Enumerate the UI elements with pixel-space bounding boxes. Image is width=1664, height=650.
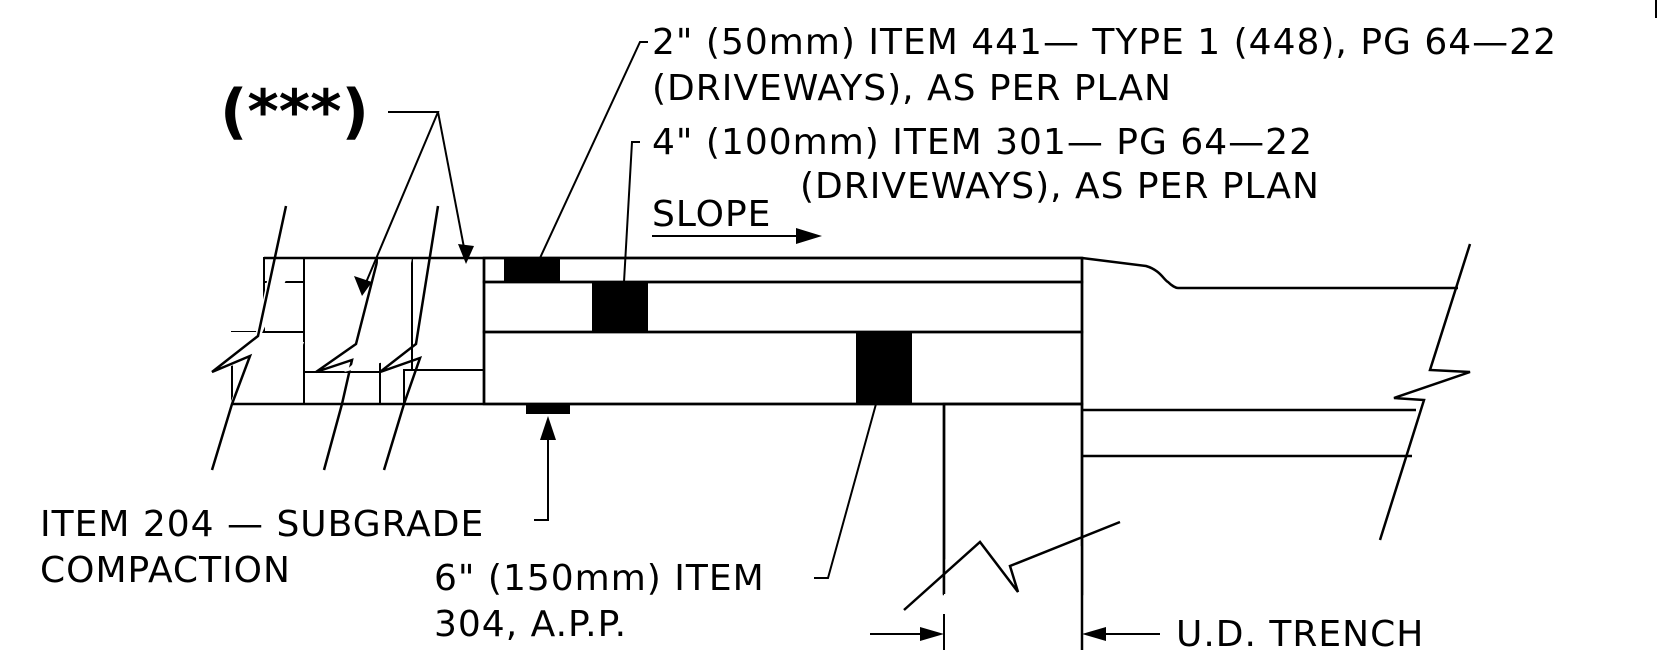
- slope-label: SLOPE: [652, 194, 771, 235]
- intermediate-course-label-line2: (DRIVEWAYS), AS PER PLAN: [800, 166, 1320, 207]
- subgrade-marker: [526, 404, 570, 414]
- trench-label: U.D. TRENCH: [1176, 614, 1424, 650]
- subgrade-label-line1: ITEM 204 — SUBGRADE: [40, 504, 484, 545]
- pavement-layers: [482, 256, 1084, 414]
- intermediate-course-marker: [592, 282, 648, 332]
- curb-and-gutter: [1080, 243, 1472, 650]
- base-course-label-line1: 6" (150mm) ITEM: [434, 558, 765, 599]
- annotations: 2" (50mm) ITEM 441— TYPE 1 (448), PG 64—…: [40, 22, 1557, 650]
- surface-course-marker: [504, 258, 560, 282]
- base-course-marker: [856, 332, 912, 404]
- base-course-label-line2: 304, A.P.P.: [434, 604, 627, 645]
- subgrade-label-line2: COMPACTION: [40, 550, 291, 591]
- leader-lines: [354, 41, 1160, 650]
- intermediate-course-layer: [482, 280, 1084, 334]
- surface-course-layer: [482, 256, 1084, 284]
- intermediate-course-label-line1: 4" (100mm) ITEM 301— PG 64—22: [652, 122, 1313, 163]
- existing-pavement-section: [208, 205, 1082, 471]
- aggregate-base-layer: [482, 330, 1084, 406]
- surface-course-label-line2: (DRIVEWAYS), AS PER PLAN: [652, 68, 1172, 109]
- asterisk-note: (***): [220, 77, 369, 147]
- underdrain-trench: [903, 402, 1121, 650]
- surface-course-label-line1: 2" (50mm) ITEM 441— TYPE 1 (448), PG 64—…: [652, 22, 1557, 63]
